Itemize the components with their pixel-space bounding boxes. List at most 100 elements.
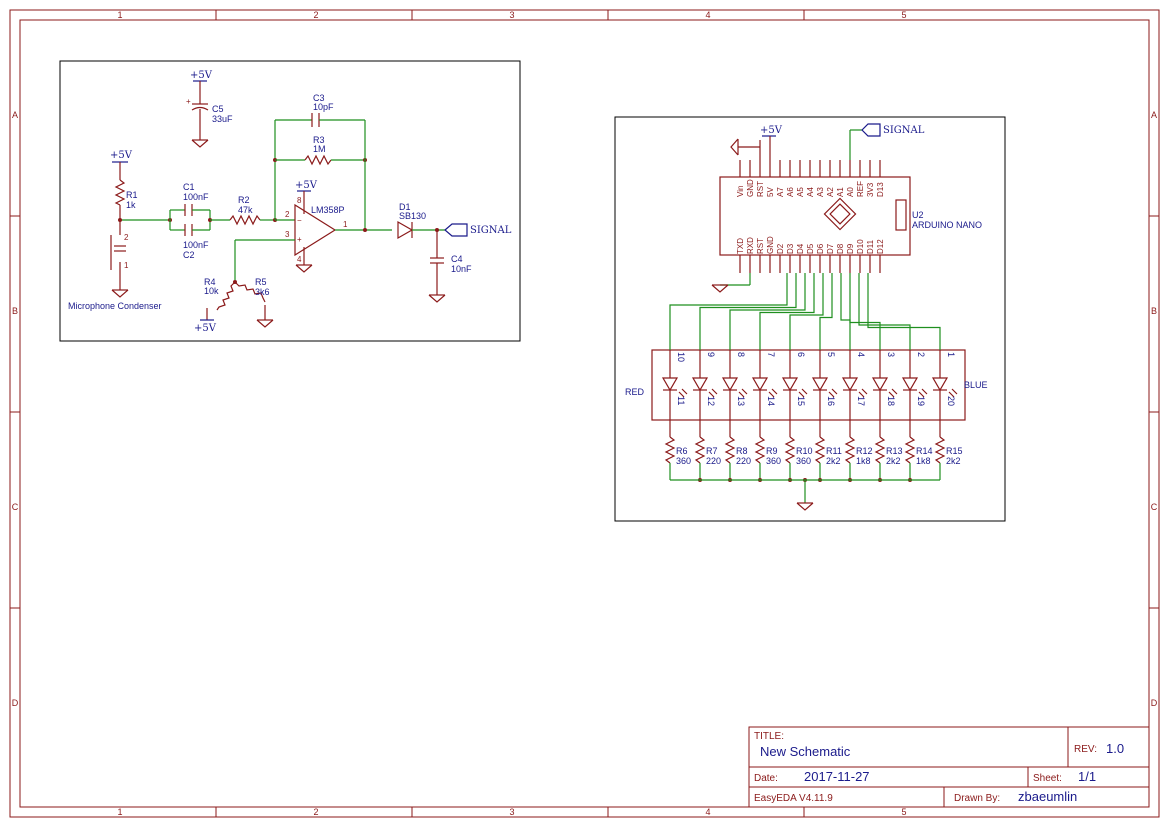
net-flag-icon [861, 123, 881, 137]
row-label: C [12, 502, 19, 512]
date-label: Date: [754, 773, 778, 784]
col-label: 4 [705, 807, 710, 817]
resistor-ref: R15 [946, 446, 963, 456]
col-label: 1 [117, 10, 122, 20]
nano-top-pin: RST [756, 181, 765, 197]
date-value: 2017-11-27 [804, 769, 870, 784]
schematic-title: New Schematic [760, 744, 851, 759]
vcc-label: +5V [110, 150, 133, 161]
led-icon [781, 377, 799, 392]
d1-ref: D1 [399, 202, 411, 212]
c2-ref: C2 [183, 250, 195, 260]
nano-bottom-pin: D12 [876, 239, 885, 254]
led-icon [901, 377, 919, 392]
led-top-number: 6 [796, 352, 806, 357]
col-label: 5 [901, 10, 906, 20]
nano-signal-label: SIGNAL [883, 125, 925, 136]
col-label: 1 [117, 807, 122, 817]
c4-value: 10nF [451, 264, 472, 274]
nano-top-pin: A7 [776, 187, 785, 197]
nano-vcc-label: +5V [760, 125, 783, 136]
nano-bottom-pin: TXD [736, 238, 745, 254]
col-label: 3 [509, 10, 514, 20]
led-top-number: 1 [946, 352, 956, 357]
nano-top-pin: A5 [796, 187, 805, 197]
led-icon [751, 377, 769, 392]
c2-value: 100nF [183, 240, 209, 250]
title-label: TITLE: [754, 731, 784, 742]
resistor-icon [904, 436, 916, 464]
r3-value: 1M [313, 144, 326, 154]
ground-icon [256, 319, 274, 328]
led-icon [841, 377, 859, 392]
led-bottom-number: 14 [766, 396, 776, 406]
bargraph-right-label: BLUE [964, 380, 988, 390]
bargraph-left-label: RED [625, 387, 645, 397]
resistor-icon [754, 436, 766, 464]
ground-icon [111, 289, 129, 298]
nano-top-pin: REF [856, 181, 865, 197]
mic-pin2: 2 [124, 233, 129, 242]
ground-icon [191, 139, 209, 148]
resistor-value: 2k2 [886, 456, 901, 466]
vcc-label: +5V [295, 180, 318, 191]
nano-bottom-pin: D10 [856, 239, 865, 254]
nano-top-pin: A1 [836, 187, 845, 197]
resistor-value: 220 [706, 456, 721, 466]
nano-bottom-pin: D9 [846, 243, 855, 254]
resistor-ref: R9 [766, 446, 778, 456]
led-top-number: 7 [766, 352, 776, 357]
resistor-value: 1k8 [856, 456, 871, 466]
resistor-icon [664, 436, 676, 464]
chip-icon [823, 197, 857, 231]
ground-icon [796, 502, 814, 511]
led-bottom-number: 15 [796, 396, 806, 406]
led-top-number: 5 [826, 352, 836, 357]
r3-ref: R3 [313, 135, 325, 145]
nano-bottom-pin: RST [756, 238, 765, 254]
resistor-icon [784, 436, 796, 464]
led-icon [811, 377, 829, 392]
led-icon [931, 377, 949, 392]
signal-label: SIGNAL [470, 225, 512, 236]
row-label: D [1151, 698, 1158, 708]
ground-icon [428, 294, 446, 303]
led-bottom-number: 19 [916, 396, 926, 406]
ground-icon [295, 264, 313, 273]
opamp-icon [294, 203, 337, 257]
nano-top-pin: 3V3 [866, 182, 875, 197]
vcc-label: +5V [194, 323, 217, 334]
row-label: B [1151, 306, 1157, 316]
resistor-icon [724, 436, 736, 464]
row-label: D [12, 698, 19, 708]
c1-value: 100nF [183, 192, 209, 202]
resistor-icon [874, 436, 886, 464]
drawn-value: zbaeumlin [1018, 789, 1077, 804]
nano-top-pin: A4 [806, 187, 815, 197]
d1-value: SB130 [399, 211, 426, 221]
led-top-number: 10 [676, 352, 686, 362]
opamp-pin8: 8 [297, 196, 302, 205]
c1-ref: C1 [183, 182, 195, 192]
resistor-ref: R14 [916, 446, 933, 456]
led-top-number: 4 [856, 352, 866, 357]
resistor-ref: R10 [796, 446, 813, 456]
led-bottom-number: 17 [856, 396, 866, 406]
led-top-number: 3 [886, 352, 896, 357]
led-bottom-number: 18 [886, 396, 896, 406]
opamp-pin4: 4 [297, 255, 302, 264]
nano-top-pin: D13 [876, 182, 885, 197]
resistor-value: 360 [766, 456, 781, 466]
opamp-minus: − [297, 216, 302, 225]
net-flag-icon [444, 223, 468, 237]
mic-label: Microphone Condenser [68, 301, 162, 311]
mic-pin1: 1 [124, 261, 129, 270]
c3-value: 10pF [313, 102, 334, 112]
resistor-ref: R12 [856, 446, 873, 456]
nano-bottom-pin: D8 [836, 243, 845, 254]
nano-top-pin: A3 [816, 187, 825, 197]
r4-value: 10k [204, 286, 219, 296]
amplifier-block[interactable]: +5V + C5 33uF +5V R1 1k 2 1 Microphone C… [59, 60, 521, 342]
led-bargraph-body [651, 349, 966, 421]
